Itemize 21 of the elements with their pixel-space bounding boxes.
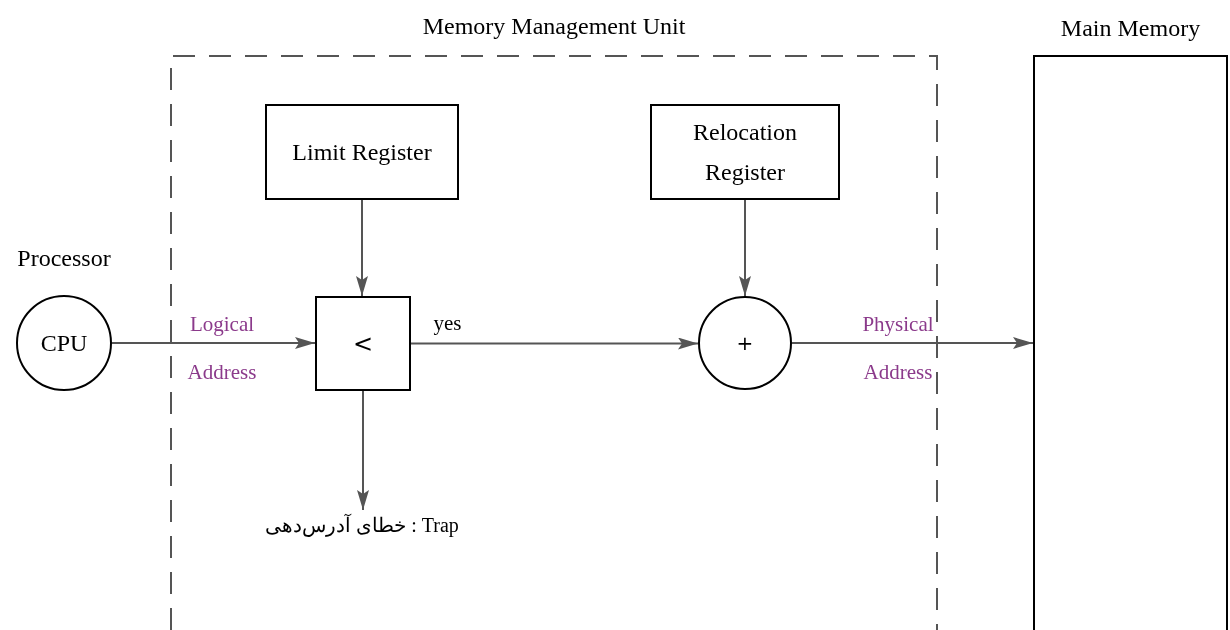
node-label: < (352, 328, 374, 360)
arrow (791, 337, 1034, 349)
arrow (410, 337, 699, 350)
edge-label: Logical Address (186, 311, 258, 386)
comparator-box (315, 296, 411, 391)
heading: Processor (16, 245, 112, 272)
heading: Main Memory (1059, 15, 1202, 42)
edge-label: yes (432, 310, 463, 337)
arrow (111, 337, 316, 349)
trap-label: Trap : خطای آدرس‌دهی (265, 513, 459, 539)
node-label: + (736, 330, 754, 357)
edge-label: Physical Address (861, 311, 935, 386)
arrow (356, 199, 368, 297)
register-box (650, 104, 840, 200)
register-box (265, 104, 459, 200)
arrow (357, 390, 369, 511)
heading: Memory Management Unit (421, 13, 687, 40)
node-label: Limit Register (292, 138, 432, 167)
node-label: Relocation Register (692, 118, 798, 187)
arrow (739, 199, 751, 297)
node-label: CPU (40, 329, 88, 358)
